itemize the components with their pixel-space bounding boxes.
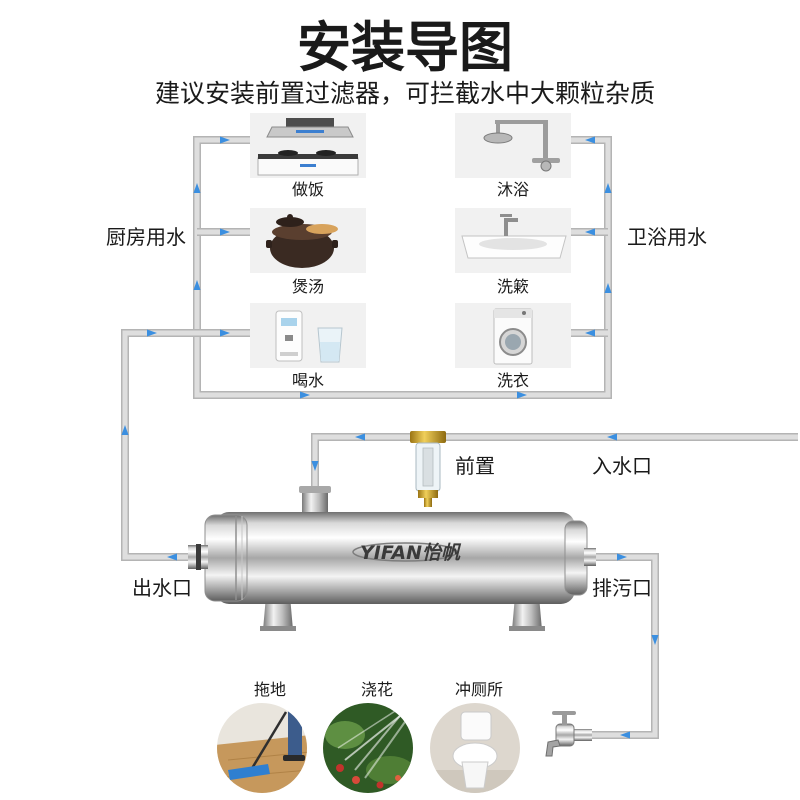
arrow-left-icon (585, 228, 595, 236)
faucet-icon (545, 711, 592, 757)
arrow-left-icon (607, 433, 617, 441)
brand-logo: YIFAN怡帆 (360, 542, 462, 564)
distribution-loop-pipe (193, 136, 612, 399)
page-title: 安装导图 (297, 16, 513, 79)
toilet-photo (430, 703, 520, 793)
filter-left-cap (204, 514, 248, 602)
kitchen-item-label: 做饭 (292, 180, 324, 199)
drain-use-label: 浇花 (361, 680, 393, 699)
bathroom-item-label: 洗簌 (497, 277, 529, 296)
arrow-right-icon (617, 553, 627, 561)
prefilter-drain-valve (418, 490, 438, 498)
flow-arrows (121, 136, 659, 739)
filter-body (215, 512, 575, 604)
bathroom-item-washbasin: 洗簌 (455, 208, 571, 296)
kitchen-item-soup: 煲汤 (250, 208, 366, 296)
arrow-right-icon (147, 329, 157, 337)
arrow-right-icon (517, 391, 527, 399)
bathroom-item-label: 洗衣 (497, 371, 529, 390)
arrow-right-icon (220, 136, 230, 144)
bathroom-branch-pipes (571, 228, 608, 337)
clay-pot-icon (266, 214, 338, 268)
arrow-up-icon (193, 183, 201, 193)
filter-leg (512, 596, 542, 630)
kitchen-item-label: 煲汤 (292, 277, 324, 296)
filter-top-port (302, 490, 328, 516)
range-hood-stove-icon (257, 118, 359, 176)
water-dispenser-icon (275, 310, 343, 363)
kitchen-item-label: 喝水 (292, 371, 324, 390)
arrow-left-icon (585, 136, 595, 144)
bathroom-water-label: 卫浴用水 (627, 225, 707, 249)
washbasin-icon (461, 214, 567, 259)
arrow-up-icon (193, 280, 201, 290)
arrow-right-icon (220, 329, 230, 337)
drain-use-label: 拖地 (254, 680, 286, 699)
arrow-down-icon (651, 635, 659, 645)
watering-flowers-photo (323, 703, 413, 793)
drain-label: 排污口 (592, 576, 652, 600)
bathroom-item-laundry: 洗衣 (455, 303, 571, 390)
kitchen-item-drinking: 喝水 (250, 303, 366, 390)
filter-right-cap (564, 520, 588, 596)
arrow-left-icon (355, 433, 365, 441)
outlet-pipe (121, 329, 250, 561)
item-image-frame (250, 303, 366, 368)
mopping-photo (217, 703, 307, 793)
shower-icon (483, 120, 560, 172)
filter-drain-port (584, 548, 596, 566)
prefilter-label: 前置 (455, 454, 495, 478)
arrow-right-icon (300, 391, 310, 399)
prefilter-fitting (410, 431, 446, 443)
filter-leg (263, 596, 293, 630)
kitchen-water-label: 厨房用水 (106, 225, 186, 249)
bathroom-item-shower: 沐浴 (455, 113, 571, 199)
prefilter (410, 431, 446, 507)
page-subtitle: 建议安装前置过滤器，可拦截水中大颗粒杂质 (155, 79, 655, 108)
inlet-pipe (311, 433, 798, 492)
arrow-left-icon (585, 329, 595, 337)
bathroom-item-label: 沐浴 (497, 180, 529, 199)
logo-swoosh (352, 542, 458, 562)
prefilter-mesh (422, 447, 434, 487)
outlet-label: 出水口 (132, 576, 192, 600)
inlet-label: 入水口 (592, 454, 652, 478)
arrow-up-icon (121, 425, 129, 435)
washing-machine-icon (493, 308, 533, 365)
arrow-left-icon (620, 731, 630, 739)
arrow-up-icon (604, 183, 612, 193)
arrow-right-icon (220, 228, 230, 236)
arrow-down-icon (311, 461, 319, 471)
ultrafiltration-filter: YIFAN怡帆 (188, 486, 596, 631)
arrow-left-icon (167, 553, 177, 561)
arrow-up-icon (604, 283, 612, 293)
kitchen-item-cooking: 做饭 (250, 113, 366, 199)
drain-use-label: 冲厕所 (455, 680, 503, 699)
